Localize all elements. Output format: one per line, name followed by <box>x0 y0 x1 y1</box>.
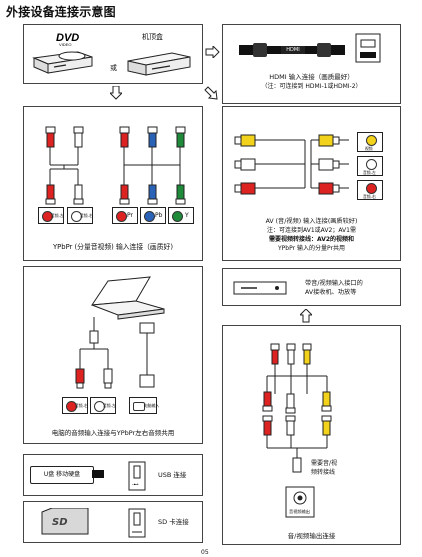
arrow-diagonal-icon <box>204 86 218 100</box>
usb-caption: USB 连接 <box>158 471 187 479</box>
audio-left-port: 音频-左 <box>38 207 64 224</box>
sd-card-icon: SD <box>41 508 89 535</box>
ypbpr-caption: YPbPr (分量音视频) 输入连接（画质好) <box>53 243 173 251</box>
receiver-icon <box>233 281 287 295</box>
ypbpr-panel: 音频-左 音频-右 Pr Pb Y YPbPr (分量音视频) 输入连接（画质好… <box>23 106 203 261</box>
sd-panel: SD SD 卡连接 <box>23 501 203 543</box>
av-audio-right-port: 音频-右 <box>357 180 383 200</box>
usb-drive: U盘 移动硬盘 <box>30 466 94 484</box>
audio-right-port: 音频-右 <box>67 207 93 224</box>
av-caption-3: 需要视频转接线：AV2的视频和 <box>268 236 355 243</box>
set-top-box-icon <box>127 52 191 76</box>
arrow-up-icon <box>300 309 312 323</box>
pb-port: Pb <box>140 207 166 224</box>
usb-drive-label: U盘 移动硬盘 <box>43 471 81 478</box>
page-title: 外接设备连接示意图 <box>6 5 116 19</box>
av-output-port-label: 音视频输出 <box>289 509 310 514</box>
y-port: Y <box>168 207 194 224</box>
sd-caption: SD 卡连接 <box>158 518 189 526</box>
svg-text:VIDEO: VIDEO <box>59 42 71 47</box>
adapter-label-1: 需要音/视 <box>311 460 338 467</box>
pc-cables-icon <box>75 317 155 389</box>
usb-panel: U盘 移动硬盘 -⊷ USB 连接 <box>23 454 203 496</box>
svg-text:DVD: DVD <box>56 32 79 44</box>
usb-port-icon: -⊷ <box>128 461 146 491</box>
hdmi-panel: HDMI HDMI 输入连接（画质最好） （注：可连接到 HDMI-1或HDMI… <box>222 24 401 104</box>
hdmi-cable-label: HDMI <box>281 46 305 54</box>
av-caption-2: 注：可连接到AV1或AV2；AV1需 <box>267 227 356 234</box>
dvd-player-icon: DVD VIDEO <box>32 32 93 74</box>
page-number: 05 <box>201 549 209 556</box>
av-output-caption: 音/视频输出连接 <box>287 532 336 540</box>
vga-port: 电脑输入 <box>129 397 159 414</box>
pr-port: Pr <box>112 207 138 224</box>
sd-port-icon <box>128 508 146 538</box>
set-top-box-label: 机顶盒 <box>142 33 163 41</box>
svg-text:SD: SD <box>52 517 68 528</box>
av-output-cables-icon <box>262 343 332 473</box>
receiver-caption-2: AV接收机、功放等 <box>305 289 357 296</box>
receiver-caption-1: 带音/视频输入接口的 <box>305 280 363 287</box>
pc-audio-left-port: 音频-左 <box>90 397 116 414</box>
av-caption-1: AV (音/视频) 输入连接(画质较好) <box>265 218 358 225</box>
pc-panel: 音频-右 音频-左 电脑输入 电脑的音频输入连接与YPbPr左右音频共用 <box>23 266 203 444</box>
av-cables-icon <box>234 134 349 195</box>
ypbpr-cables-icon <box>45 126 186 205</box>
pc-caption: 电脑的音频输入连接与YPbPr左右音频共用 <box>51 429 175 437</box>
av-audio-left-port: 音频-左 <box>357 156 383 176</box>
arrow-down-icon <box>110 86 122 100</box>
av-caption-4: YPbPr 输入的分量Pr共用 <box>278 245 345 252</box>
hdmi-caption-1: HDMI 输入连接（画质最好） <box>269 73 354 81</box>
av-receiver-panel: 带音/视频输入接口的 AV接收机、功放等 <box>222 268 401 306</box>
source-devices-panel: DVD VIDEO 或 机顶盒 <box>23 24 203 84</box>
svg-text:-⊷: -⊷ <box>132 482 139 488</box>
laptop-icon <box>91 276 165 320</box>
arrow-right-icon <box>205 46 220 58</box>
usb-plug-icon <box>92 470 104 478</box>
or-label: 或 <box>110 64 117 72</box>
av-output-port-icon <box>285 486 315 518</box>
av-panel: 视频 音频-左 音频-右 AV (音/视频) 输入连接(画质较好) 注：可连接到… <box>222 106 401 261</box>
video-port: 视频 <box>357 132 383 152</box>
hdmi-caption-2: （注：可连接到 HDMI-1或HDMI-2） <box>261 83 362 90</box>
hdmi-port-icon <box>355 33 381 63</box>
pc-audio-right-port: 音频-右 <box>62 397 88 414</box>
adapter-label-2: 频转接线 <box>311 469 336 476</box>
av-output-panel: 需要音/视 频转接线 音视频输出 音/视频输出连接 <box>222 325 401 545</box>
